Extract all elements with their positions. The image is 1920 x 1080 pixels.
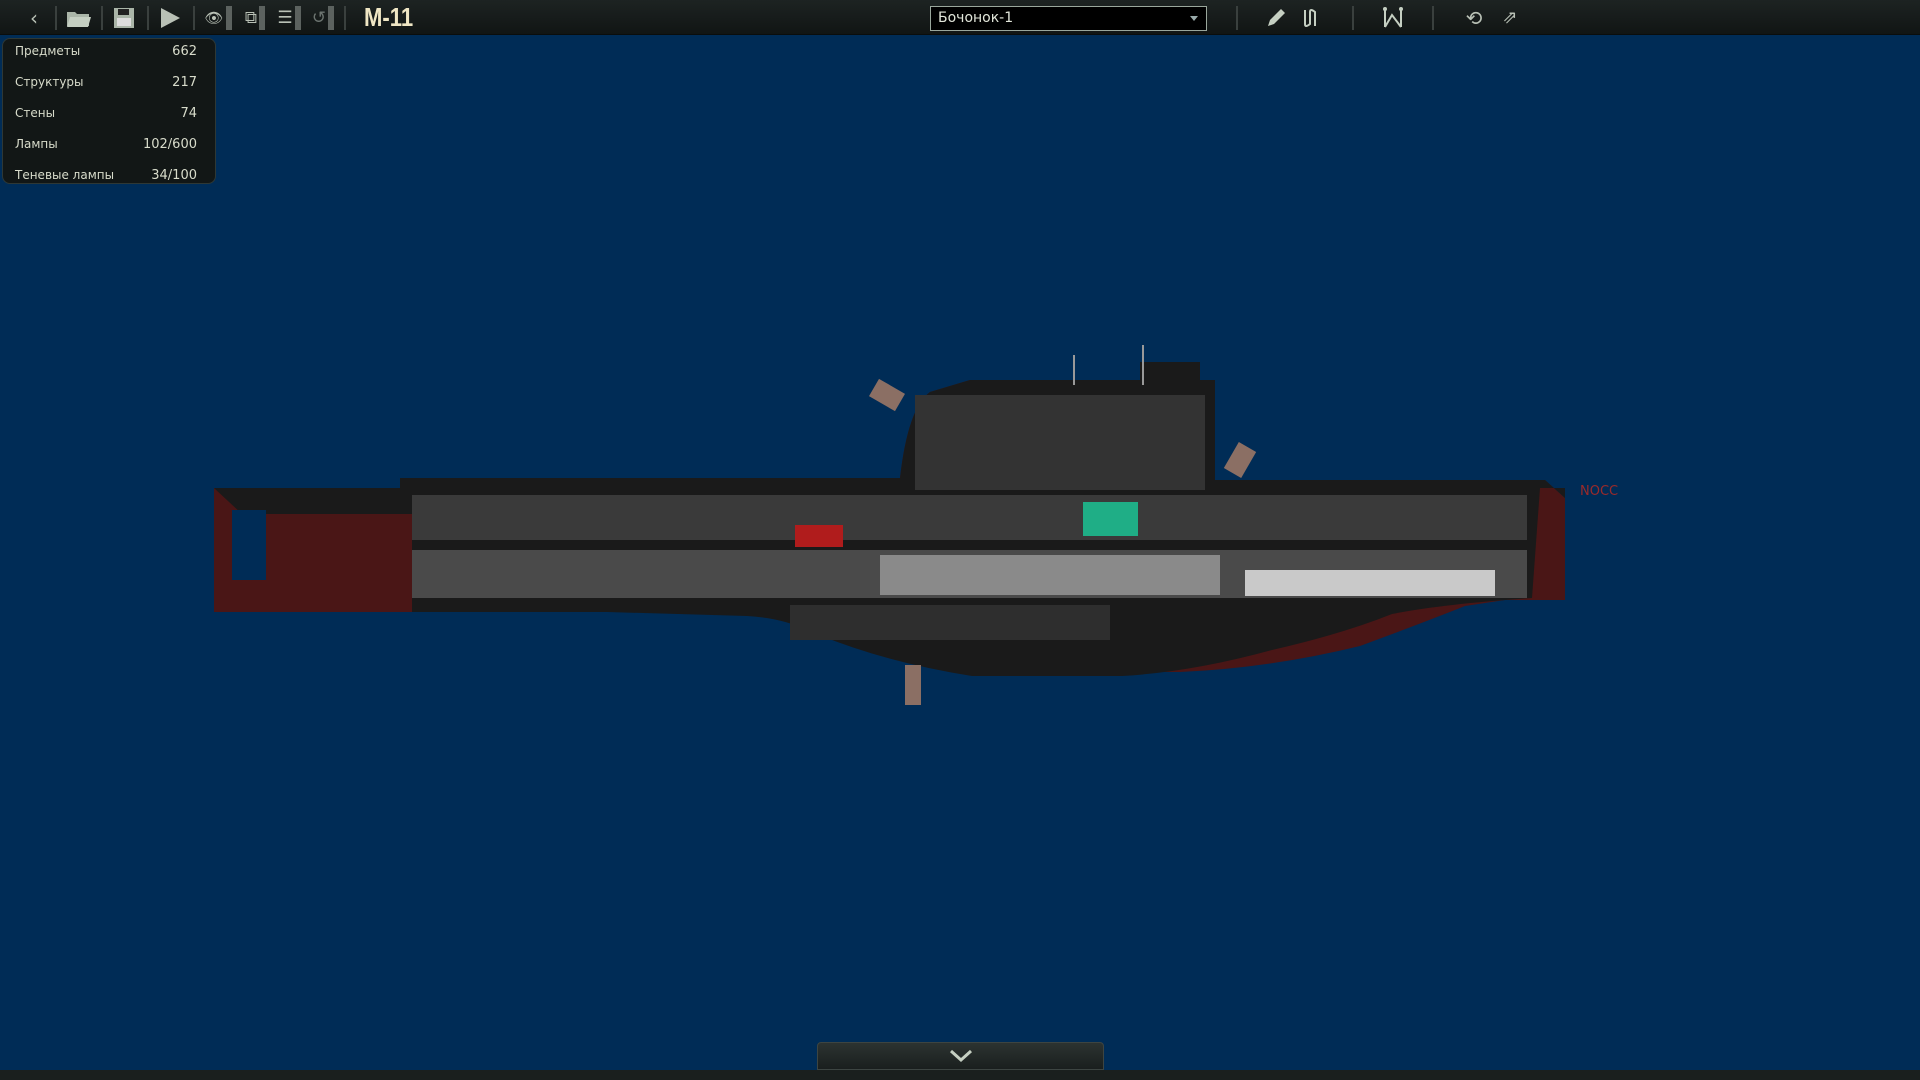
wiring-mode-button[interactable]: [1300, 4, 1324, 31]
stat-label: Структуры: [15, 75, 84, 89]
stat-value: 102/600: [142, 136, 197, 152]
keel-interior: [790, 605, 1110, 640]
stat-row: Стены 74: [15, 103, 197, 123]
divider: [1236, 6, 1238, 30]
medbay: [880, 555, 1220, 595]
turret-right: [1223, 442, 1257, 478]
stat-row: Лампы 102/600: [15, 134, 197, 154]
stat-row: Теневые лампы 34/100: [15, 165, 197, 185]
crew-bunks: [1245, 570, 1495, 596]
submarine[interactable]: NOCC: [214, 345, 1618, 705]
stat-value: 662: [172, 43, 197, 59]
submarine-canvas[interactable]: NOCC: [0, 36, 1920, 1070]
divider: [1352, 6, 1354, 30]
back-icon: ‹: [30, 5, 38, 30]
stat-value: 74: [180, 105, 197, 121]
toggle-entity-panel-button[interactable]: [817, 1042, 1104, 1070]
stat-row: Структуры 217: [15, 72, 197, 92]
play-icon: [161, 7, 180, 28]
submarine-select-value: Бочонок-1: [938, 10, 1014, 26]
open-button[interactable]: [66, 4, 92, 31]
reset-view-button[interactable]: ⟲: [1461, 4, 1487, 31]
undo-button[interactable]: ↺: [308, 4, 338, 31]
stat-label: Предметы: [15, 44, 81, 58]
submarine-title: M-11: [364, 2, 414, 32]
layers-button[interactable]: ⧉: [240, 4, 270, 31]
stat-label: Лампы: [15, 137, 58, 151]
export-icon: ⇗: [1502, 7, 1518, 28]
divider: [55, 6, 57, 30]
stats-panel: Предметы 662 Структуры 217 Стены 74 Лампы 10…: [2, 38, 216, 184]
edit-mode-button[interactable]: [1264, 4, 1288, 31]
open-folder-icon: [67, 11, 91, 27]
interior-upper: [412, 495, 1527, 540]
stat-label: Теневые лампы: [15, 168, 115, 182]
stat-value: 34/100: [151, 167, 197, 183]
divider: [193, 6, 195, 30]
save-icon: [114, 7, 134, 28]
hull-window: [232, 510, 266, 580]
waypoints-icon: [1383, 6, 1403, 28]
submarine-select[interactable]: Бочонок-1: [930, 6, 1207, 31]
top-toolbar: ‹ 👁 ⧉ ☰ ↺ M-11 Бочонок-1 ⟲ ⇗: [0, 0, 1920, 35]
wiring-icon: [1304, 8, 1316, 27]
hull-label: NOCC: [1580, 484, 1618, 499]
test-play-button[interactable]: [158, 4, 182, 31]
turret-top: [869, 378, 905, 412]
reset-view-icon: ⟲: [1465, 5, 1483, 30]
export-button[interactable]: ⇗: [1497, 4, 1523, 31]
reactor: [795, 525, 843, 547]
pencil-icon: [1268, 8, 1285, 26]
waypoints-button[interactable]: [1380, 4, 1406, 31]
tower-interior: [915, 395, 1205, 490]
visibility-button[interactable]: 👁: [203, 4, 233, 31]
divider: [101, 6, 103, 30]
bottom-bar: [0, 1070, 1920, 1080]
stat-row: Предметы 662: [15, 41, 197, 61]
stat-label: Стены: [15, 106, 56, 120]
divider: [1432, 6, 1434, 30]
undo-icon: ↺: [311, 7, 327, 28]
back-button[interactable]: ‹: [24, 4, 44, 31]
turret-bottom: [905, 665, 921, 705]
layers-icon: ⧉: [244, 7, 258, 28]
divider: [344, 6, 346, 30]
save-button[interactable]: [112, 4, 136, 31]
visibility-icon: 👁: [204, 8, 224, 27]
list-icon: ☰: [277, 7, 293, 28]
divider: [147, 6, 149, 30]
chevron-down-icon: [1190, 16, 1198, 21]
battery-bank: [1083, 502, 1138, 536]
stat-value: 217: [172, 74, 197, 90]
chevron-down-icon: [949, 1049, 972, 1063]
list-button[interactable]: ☰: [274, 4, 304, 31]
